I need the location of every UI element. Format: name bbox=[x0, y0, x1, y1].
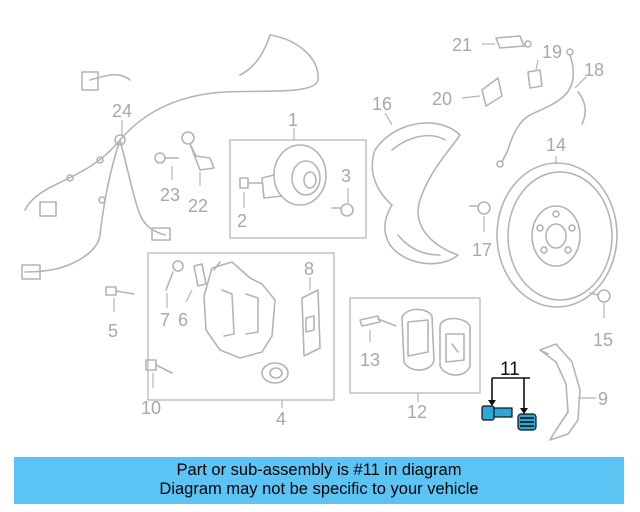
callout-8: 8 bbox=[304, 259, 314, 279]
brake-pads-part bbox=[401, 308, 471, 376]
brake-line-bracket-part bbox=[481, 77, 503, 107]
callout-18: 18 bbox=[584, 60, 604, 80]
bleeder-cap-part bbox=[165, 260, 184, 291]
hub-nut-part bbox=[331, 203, 354, 217]
bracket-bolt-part bbox=[145, 359, 173, 374]
rotor-screw-part bbox=[589, 289, 611, 303]
wear-sensor-part bbox=[359, 315, 397, 327]
banner-line-disclaimer: Diagram may not be specific to your vehi… bbox=[159, 480, 479, 498]
sensor-bolt-part bbox=[154, 152, 179, 164]
brake-hose-part bbox=[496, 48, 587, 168]
callout-24: 24 bbox=[112, 101, 132, 121]
bracket-part bbox=[527, 69, 543, 89]
caliper-bolt-part bbox=[105, 286, 135, 296]
callout-12: 12 bbox=[407, 402, 427, 422]
callout-14: 14 bbox=[546, 135, 566, 155]
banner-line-part-number: Part or sub-assembly is #11 in diagram bbox=[176, 461, 462, 479]
callout-23: 23 bbox=[160, 185, 180, 205]
callout-20: 20 bbox=[432, 89, 452, 109]
wiring-harness-part bbox=[21, 34, 319, 280]
guide-bushing-part bbox=[301, 289, 321, 357]
callout-6: 6 bbox=[178, 310, 188, 330]
brake-caliper-part bbox=[203, 261, 276, 359]
callout-1: 1 bbox=[288, 110, 298, 130]
callout-2: 2 bbox=[237, 211, 247, 231]
callout-15: 15 bbox=[593, 330, 613, 350]
bleeder-screw-part bbox=[193, 263, 207, 287]
callout-13: 13 bbox=[360, 350, 380, 370]
splash-shield-part bbox=[371, 122, 461, 265]
callout-4: 4 bbox=[276, 409, 286, 429]
callout-3: 3 bbox=[341, 166, 351, 186]
speed-sensor-part bbox=[181, 131, 215, 171]
callout-11: 11 bbox=[500, 359, 520, 380]
brake-rotor-part bbox=[496, 162, 618, 308]
parts-diagram: 24 23 22 1 2 3 16 bbox=[21, 34, 618, 441]
callout-7: 7 bbox=[160, 310, 170, 330]
callout-10: 10 bbox=[141, 398, 161, 418]
callout-16: 16 bbox=[372, 94, 392, 114]
callout-22: 22 bbox=[188, 196, 208, 216]
clip-part bbox=[495, 35, 532, 49]
info-banner: Part or sub-assembly is #11 in diagram D… bbox=[14, 457, 624, 504]
anti-rattle-spring-part bbox=[539, 343, 581, 441]
callout-17: 17 bbox=[472, 240, 492, 260]
guide-bolt-kit-highlighted bbox=[481, 377, 537, 431]
hub-bolt-part bbox=[239, 177, 263, 189]
callout-5: 5 bbox=[108, 321, 118, 341]
callout-19: 19 bbox=[542, 42, 562, 62]
shield-bolt-part bbox=[469, 201, 491, 215]
wheel-hub-part bbox=[261, 144, 327, 206]
piston-seal-part bbox=[261, 362, 289, 384]
callout-9: 9 bbox=[598, 389, 608, 409]
callout-21: 21 bbox=[452, 35, 472, 55]
